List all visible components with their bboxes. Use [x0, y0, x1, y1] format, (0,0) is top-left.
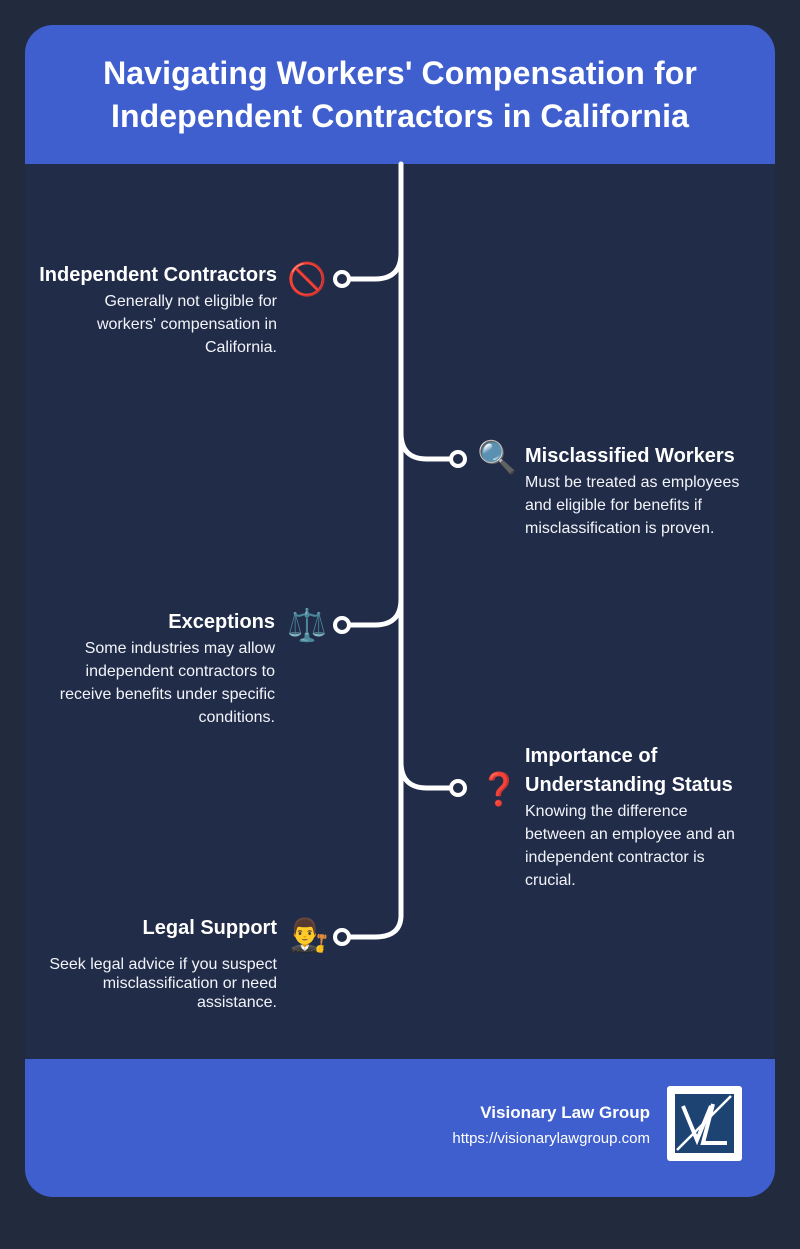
item-description: Seek legal advice if you suspect misclas… — [49, 956, 277, 1011]
node-misclassified-workers — [449, 450, 467, 468]
timeline-connector — [333, 161, 467, 946]
firm-url-link[interactable]: https://visionarylawgroup.com — [452, 1130, 650, 1147]
item-independent-contractors: Independent Contractors Generally not el… — [35, 261, 277, 359]
node-exceptions — [333, 616, 351, 634]
item-legal-support: Legal Support Seek legal advice if you s… — [31, 914, 277, 1012]
item-title: Exceptions — [168, 611, 275, 633]
item-title: Independent Contractors — [39, 264, 277, 286]
judge-icon: 👨‍⚖️ — [289, 917, 329, 953]
node-independent-contractors — [333, 270, 351, 288]
item-description: Must be treated as employees and eligibl… — [525, 474, 740, 537]
item-description: Generally not eligible for workers' comp… — [96, 293, 277, 356]
prohibited-icon: 🚫 — [287, 261, 327, 297]
branch-legal-support — [340, 912, 404, 940]
page-title: Navigating Workers' Compensation for Ind… — [103, 52, 697, 136]
infographic-card: Navigating Workers' Compensation for Ind… — [25, 25, 775, 1197]
branch-independent-contractors — [340, 250, 404, 282]
balance-scale-icon: ⚖️ — [287, 607, 327, 643]
header-banner: Navigating Workers' Compensation for Ind… — [25, 25, 775, 164]
item-description: Knowing the difference between an employ… — [525, 803, 735, 889]
item-importance-status: Importance of Understanding Status Knowi… — [525, 742, 765, 892]
question-mark-icon: ❓ — [479, 771, 519, 807]
magnifying-glass-icon: 🔍 — [477, 439, 517, 475]
item-exceptions: Exceptions Some industries may allow ind… — [35, 608, 275, 729]
branch-importance-status — [398, 759, 460, 791]
item-title: Importance of Understanding Status — [525, 745, 733, 796]
title-line-1: Navigating Workers' Compensation for — [103, 55, 697, 92]
node-importance-status — [449, 779, 467, 797]
branch-misclassified-workers — [398, 430, 460, 462]
item-title: Legal Support — [142, 917, 277, 939]
firm-name: Visionary Law Group — [480, 1103, 650, 1122]
item-title: Misclassified Workers — [525, 445, 735, 467]
firm-logo — [667, 1086, 742, 1161]
item-misclassified-workers: Misclassified Workers Must be treated as… — [525, 442, 765, 540]
node-legal-support — [333, 928, 351, 946]
footer-banner: Visionary Law Group https://visionarylaw… — [25, 1059, 775, 1197]
item-description: Some industries may allow independent co… — [59, 640, 275, 726]
title-line-2: Independent Contractors in California — [111, 97, 689, 134]
branch-exceptions — [340, 596, 404, 628]
vl-logo-icon — [675, 1094, 734, 1153]
